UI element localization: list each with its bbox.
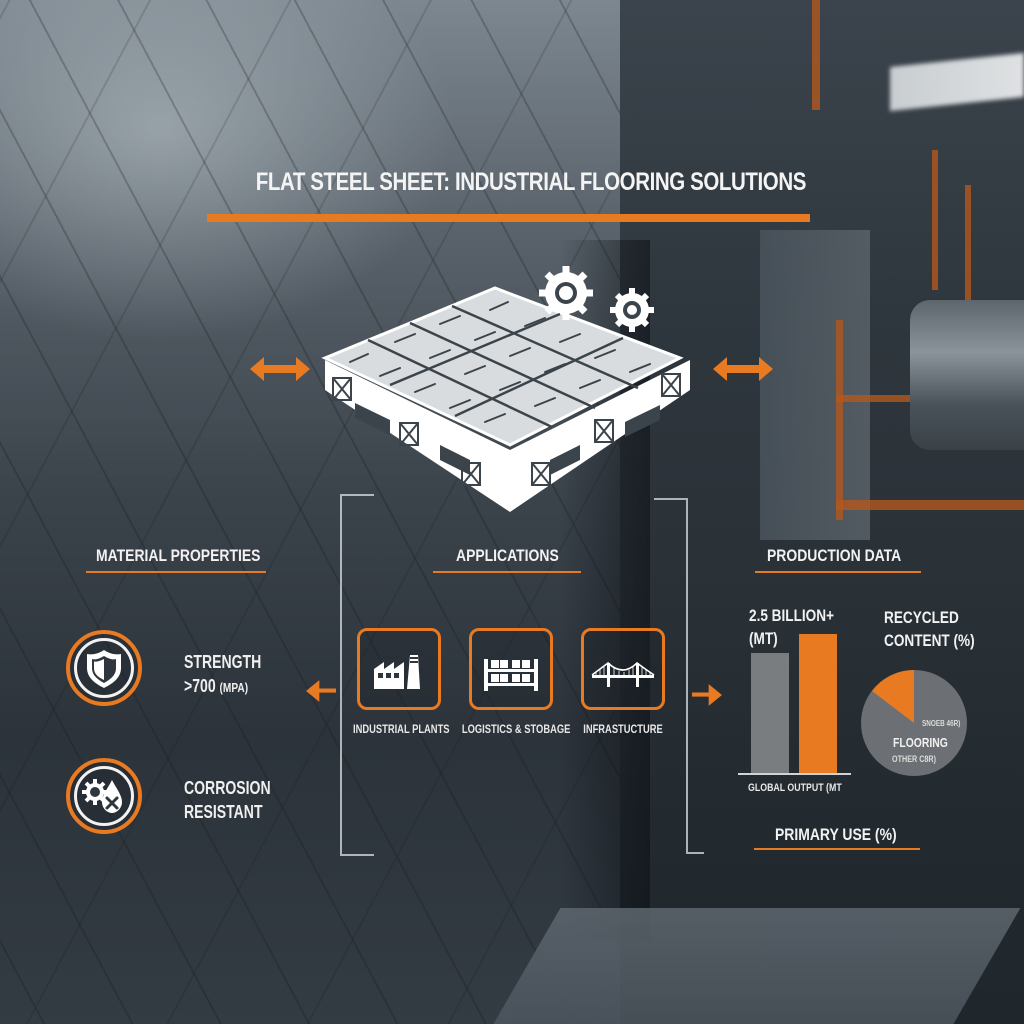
left-bracket	[340, 494, 374, 856]
output-value: 2.5 BILLION+	[749, 606, 835, 625]
shield-icon	[87, 650, 121, 688]
floor-plate-background	[479, 908, 1021, 1024]
double-arrow-horizontal-icon	[250, 357, 310, 381]
double-arrow-horizontal-icon	[713, 357, 773, 381]
recycled-line2: CONTENT (%)	[884, 631, 975, 650]
pie-label-flooring: FLOORING	[893, 735, 948, 750]
strength-badge	[66, 630, 142, 706]
strength-label: STRENGTH	[184, 652, 262, 672]
orange-railing	[965, 185, 971, 305]
steel-pallet-floor-panel-icon	[321, 266, 690, 512]
recycled-line1: RECYCLED	[884, 608, 959, 627]
strength-value-line: >700 (MPA)	[184, 674, 261, 700]
gear-droplet-x-icon	[82, 779, 122, 813]
bar-chart-baseline	[738, 773, 851, 775]
orange-railing	[812, 0, 820, 110]
recycled-content-title: RECYCLED CONTENT (%)	[884, 606, 975, 652]
pie-label-other: OTHER C8R)	[892, 754, 937, 764]
primary-use-underline	[754, 848, 920, 850]
material-properties-heading: MATERIAL PROPERTIES	[96, 546, 261, 565]
warehouse-shelf-icon	[484, 659, 538, 691]
applications-heading: APPLICATIONS	[456, 546, 559, 565]
factory-icon	[374, 655, 420, 689]
gears-icon	[539, 266, 654, 332]
right-bracket-top	[654, 498, 686, 500]
app-label-industrial-plants: INDUSTRIAL PLANTS	[352, 722, 450, 736]
app-label-infrastructure: INFRASTUCTURE	[583, 722, 663, 736]
orange-railing	[836, 320, 843, 520]
bar-axis-label: GLOBAL OUTPUT (MT	[748, 782, 842, 794]
recycled-content-pie-chart	[861, 670, 967, 776]
corrosion-badge	[66, 758, 142, 834]
title-underline	[207, 214, 810, 222]
strength-text: STRENGTH >700 (MPA)	[184, 650, 261, 700]
machine-cabinet-background	[760, 230, 870, 540]
material-properties-underline	[86, 571, 266, 573]
corrosion-text: CORROSION RESISTANT	[184, 776, 271, 824]
arrow-left-icon	[306, 680, 336, 702]
pie-label-small: SNOEB 46R)	[922, 719, 961, 728]
app-card-industrial-plants	[357, 628, 441, 710]
diamond-plate-background	[0, 0, 660, 1024]
right-bracket-bottom	[686, 852, 704, 854]
production-data-heading: PRODUCTION DATA	[767, 546, 902, 565]
bar-orange	[799, 634, 837, 773]
strength-value: >700	[184, 676, 216, 696]
production-data-underline	[755, 571, 921, 573]
applications-underline	[433, 571, 581, 573]
app-label-logistics-storage: LOGISTICS & STOBAGE	[461, 722, 571, 736]
app-card-logistics-storage	[469, 628, 553, 710]
orange-railing	[932, 150, 938, 290]
app-card-infrastructure	[581, 628, 665, 710]
page-title: FLAT STEEL SHEET: INDUSTRIAL FLOORING SO…	[255, 168, 807, 196]
arrow-right-icon	[692, 684, 722, 706]
bridge-icon	[591, 661, 655, 687]
corrosion-sub: RESISTANT	[184, 802, 263, 822]
primary-use-heading: PRIMARY USE (%)	[775, 825, 897, 844]
output-unit: (MT)	[749, 629, 778, 648]
output-value-text: 2.5 BILLION+ (MT)	[749, 604, 834, 650]
strength-unit: (MPA)	[219, 680, 249, 695]
steel-roller-background	[910, 300, 1024, 450]
corrosion-label: CORROSION	[184, 778, 271, 798]
right-bracket	[686, 498, 688, 852]
bar-gray	[751, 653, 789, 773]
orange-railing	[836, 500, 1024, 510]
